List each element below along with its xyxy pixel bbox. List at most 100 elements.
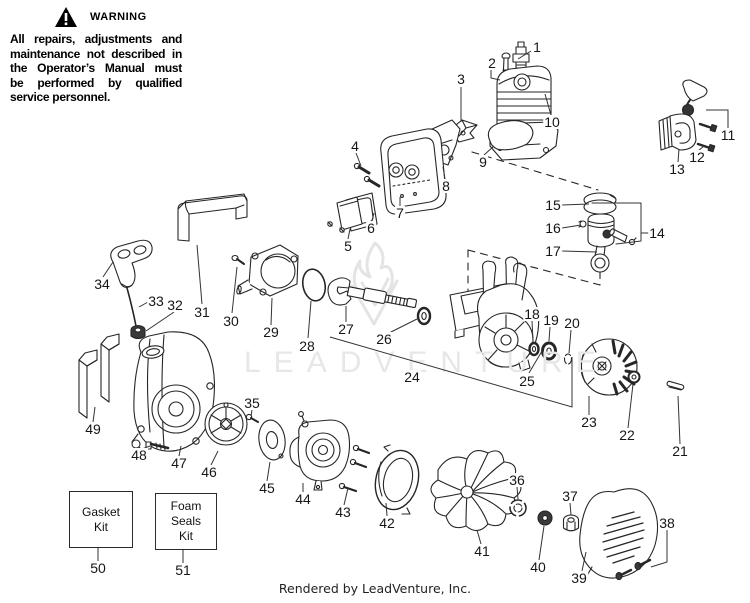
part-screw-30	[231, 254, 245, 265]
callout-26: 26	[375, 331, 393, 347]
part-starter-cover	[579, 488, 659, 579]
warning-title: WARNING	[90, 11, 147, 23]
foam-seals-kit-box: Foam Seals Kit	[155, 493, 217, 550]
callout-43: 43	[334, 504, 352, 520]
part-starter-rope	[126, 287, 137, 327]
callout-30: 30	[222, 313, 240, 329]
part-muffler	[380, 128, 447, 215]
warning-line: be performed by qualified	[10, 75, 182, 90]
part-key	[666, 380, 685, 391]
callout-1: 1	[532, 39, 542, 55]
callout-48: 48	[130, 447, 148, 463]
gasket-kit-box: Gasket Kit	[69, 491, 133, 548]
callout-44: 44	[294, 491, 312, 507]
part-crankshaft	[327, 277, 418, 309]
callout-42: 42	[378, 515, 396, 531]
gasket-kit-label: Gasket	[81, 504, 120, 519]
part-handle-bracket	[177, 193, 248, 242]
part-fan-housing	[131, 331, 215, 452]
callout-bracket-14	[591, 202, 642, 245]
callout-6: 6	[366, 220, 376, 236]
callout-21: 21	[671, 443, 689, 459]
part-screw-35	[245, 413, 259, 423]
warning-line: the Operator’s Manual must	[10, 61, 182, 75]
callout-11: 11	[719, 127, 737, 143]
callout-9: 9	[478, 154, 488, 170]
part-friction-plate	[258, 419, 286, 461]
callout-27: 27	[337, 321, 355, 337]
callout-24: 24	[403, 369, 421, 385]
callout-51: 51	[174, 562, 192, 578]
warning-text: All repairs, adjustments and maintenance…	[10, 32, 182, 105]
callout-19: 19	[542, 312, 560, 328]
callout-13: 13	[668, 161, 686, 177]
callout-12: 12	[688, 149, 706, 165]
callout-16: 16	[544, 220, 562, 236]
callout-40: 40	[529, 559, 547, 575]
part-rope-grommet	[130, 324, 146, 340]
warning-line: All repairs, adjustments and	[10, 32, 182, 46]
callout-2: 2	[487, 55, 497, 71]
part-cover-screws	[615, 558, 652, 581]
callout-47: 47	[170, 455, 188, 471]
callout-50: 50	[89, 560, 107, 576]
callout-45: 45	[258, 480, 276, 496]
gasket-kit-label: Kit	[93, 519, 108, 534]
foam-kit-label: Seals	[170, 514, 202, 528]
callout-49: 49	[84, 421, 102, 437]
callout-18: 18	[523, 306, 541, 322]
callout-37: 37	[561, 488, 579, 504]
part-washer-40	[537, 510, 553, 526]
callout-33: 33	[147, 293, 165, 309]
part-o-ring	[301, 268, 327, 302]
part-recoil-starter	[289, 411, 351, 491]
part-rope-pulley	[204, 402, 248, 446]
foam-kit-label: Foam	[170, 499, 202, 513]
part-piston-pin	[609, 228, 637, 246]
callout-14: 14	[648, 225, 666, 241]
callout-31: 31	[193, 304, 211, 320]
warning-icon	[55, 7, 77, 27]
callout-23: 23	[580, 414, 598, 430]
part-nut	[562, 514, 580, 532]
callout-15: 15	[544, 197, 562, 213]
callout-7: 7	[395, 205, 405, 221]
callout-35: 35	[243, 395, 261, 411]
part-housing-bolt	[145, 441, 170, 451]
callout-29: 29	[262, 324, 280, 340]
part-screws-43	[338, 444, 371, 493]
leadventure-flame-icon	[350, 241, 399, 326]
part-retaining-ring-36	[509, 499, 527, 517]
callout-25: 25	[518, 373, 536, 389]
part-cylinder-gasket	[487, 120, 534, 151]
part-connecting-rod	[590, 245, 610, 273]
callout-10: 10	[543, 114, 561, 130]
part-muffler-bolts	[353, 162, 381, 188]
warning-line: maintenance not described in	[10, 46, 182, 61]
part-starter-handle	[110, 239, 153, 288]
part-crank-seal	[416, 306, 432, 326]
part-starter-ring	[374, 444, 420, 515]
callout-28: 28	[298, 338, 316, 354]
callout-39: 39	[570, 570, 588, 586]
callout-20: 20	[563, 315, 581, 331]
part-muffler-plate	[327, 196, 363, 233]
warning-line: service personnel.	[10, 90, 110, 104]
callout-22: 22	[618, 427, 636, 443]
callout-46: 46	[200, 464, 218, 480]
part-carb-adapter	[236, 244, 299, 297]
callout-5: 5	[343, 238, 353, 254]
foam-kit-label: Kit	[178, 529, 193, 543]
callout-32: 32	[166, 297, 184, 313]
part-ignition-module	[658, 79, 708, 151]
callout-38: 38	[658, 515, 676, 531]
part-fan	[430, 450, 522, 532]
callout-41: 41	[473, 543, 491, 559]
part-piston	[578, 213, 615, 248]
part-washer-22	[627, 370, 641, 384]
part-module-bolts	[696, 122, 718, 153]
rendered-by-footer: Rendered by LeadVenture, Inc.	[278, 581, 472, 596]
callout-17: 17	[544, 243, 562, 259]
callout-8: 8	[441, 178, 451, 194]
